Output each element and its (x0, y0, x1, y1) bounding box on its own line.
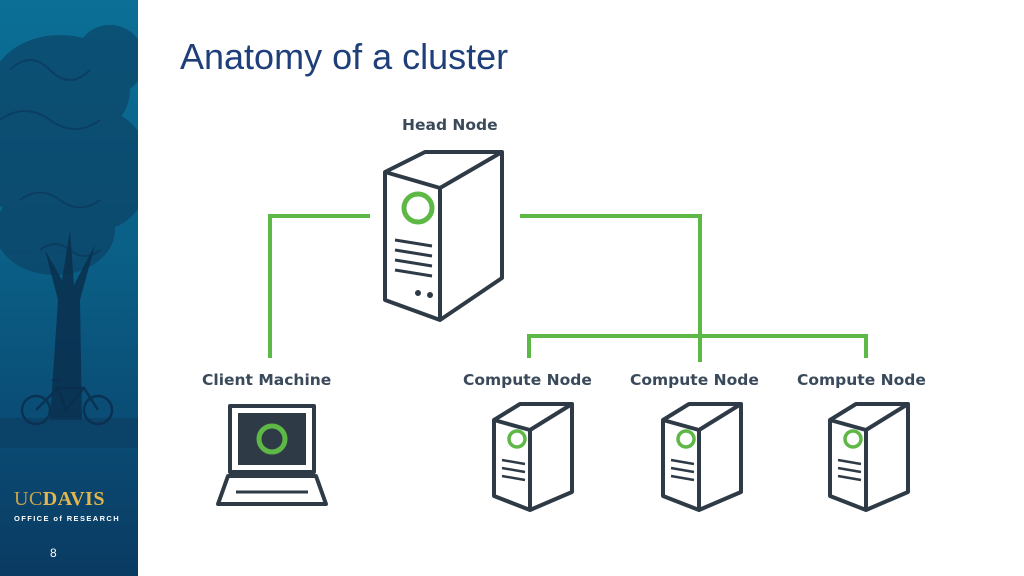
logo-uc: UC (14, 488, 43, 510)
client-machine-icon (216, 404, 328, 506)
logo-subtitle: OFFICE of RESEARCH (14, 514, 121, 523)
sidebar-panel: UCDAVIS OFFICE of RESEARCH 8 (0, 0, 138, 576)
compute-node-icon-3 (828, 402, 910, 512)
compute-node-label-3: Compute Node (797, 371, 926, 389)
compute-node-label-1: Compute Node (463, 371, 592, 389)
cluster-diagram: Head Node Client Machine Compute Node Co… (180, 100, 960, 520)
compute-node-icon-2 (661, 402, 743, 512)
head-node-label: Head Node (402, 116, 498, 134)
compute-bus (527, 334, 868, 358)
diagram-canvas (216, 150, 910, 512)
compute-node-icon-1 (492, 402, 574, 512)
compute-node-label-2: Compute Node (630, 371, 759, 389)
head-node-icon (383, 150, 504, 322)
head-compute-link (520, 214, 702, 362)
logo-davis: DAVIS (42, 488, 105, 510)
client-link (268, 214, 370, 358)
page-number: 8 (50, 546, 57, 560)
tree-illustration (0, 25, 138, 448)
ucdavis-logo: UCDAVIS OFFICE of RESEARCH (14, 488, 120, 523)
page-title: Anatomy of a cluster (180, 36, 509, 77)
client-machine-label: Client Machine (202, 371, 332, 389)
